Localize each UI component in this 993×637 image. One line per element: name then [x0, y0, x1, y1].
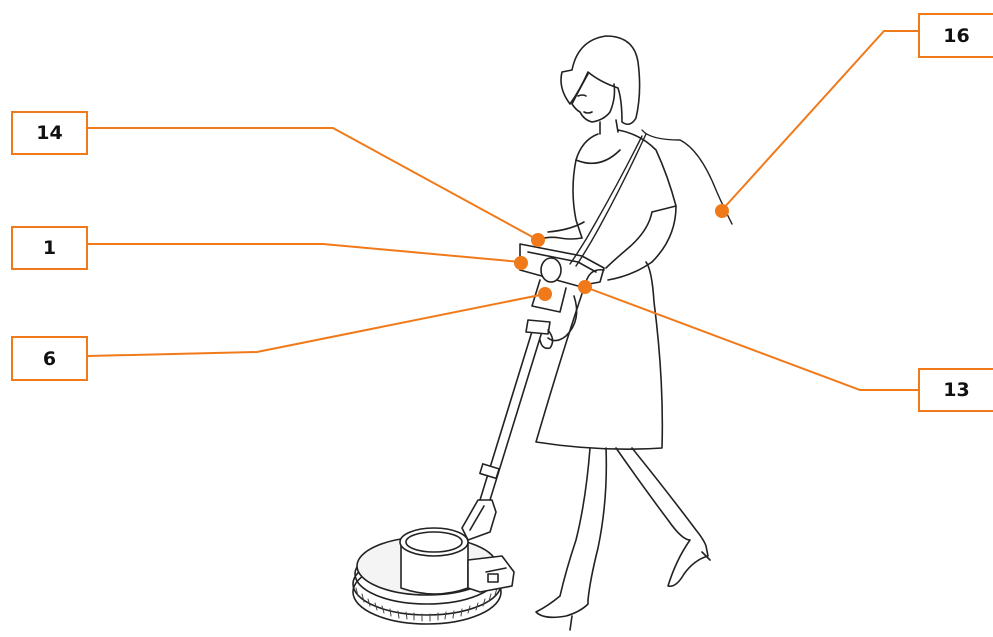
callout-dot-6 [538, 287, 552, 301]
callout-label-6: 6 [43, 348, 56, 370]
callout-dot-13 [578, 280, 592, 294]
callout-label-1: 1 [43, 237, 56, 259]
callout-dot-1 [514, 256, 528, 270]
leader-lines [88, 31, 918, 390]
leader-line-6 [88, 294, 545, 356]
callout-box-16: 16 [918, 13, 993, 58]
callout-box-14: 14 [11, 111, 88, 155]
leader-line-1 [88, 244, 521, 262]
callout-label-16: 16 [943, 25, 969, 47]
operator-woman [536, 36, 732, 630]
leader-line-14 [88, 128, 538, 240]
leader-line-16 [722, 31, 918, 210]
callout-label-13: 13 [943, 379, 969, 401]
leader-line-13 [585, 287, 918, 390]
callout-dot-16 [715, 204, 729, 218]
callout-box-6: 6 [11, 336, 88, 381]
floor-machine [353, 244, 604, 624]
callout-dot-14 [531, 233, 545, 247]
callout-box-1: 1 [11, 226, 88, 270]
callout-label-14: 14 [36, 122, 62, 144]
callout-box-13: 13 [918, 368, 993, 412]
